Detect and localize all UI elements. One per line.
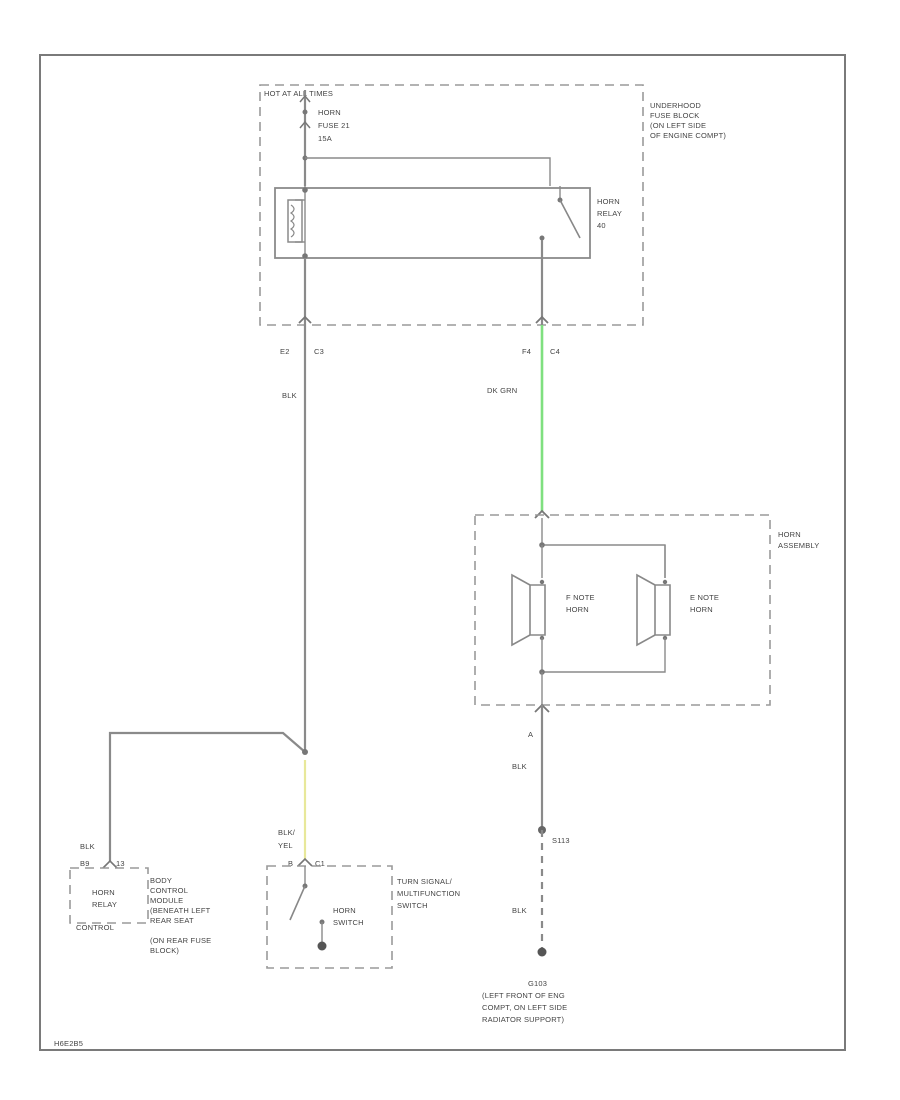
ground-label: G103 (528, 979, 547, 988)
ground-g103-icon (537, 947, 547, 957)
body-control-module: BLK B9 13 HORN RELAY CONTROL BODY CONTRO… (69, 842, 211, 955)
switch-ground-icon (317, 941, 327, 951)
relay-label-2: RELAY (597, 209, 622, 218)
fuse-block-label-3: (ON LEFT SIDE (650, 121, 706, 130)
right-connector-label: C4 (550, 347, 560, 356)
bcm-label-7: BLOCK) (150, 946, 179, 955)
diagram-id: H6E2B5 (54, 1039, 83, 1048)
tss-connector (297, 857, 313, 867)
diagram-frame (39, 54, 846, 1051)
bcm-relay-label-3: CONTROL (76, 923, 114, 932)
f-note-label-1: F NOTE (566, 593, 595, 602)
ground-location-1: (LEFT FRONT OF ENG (482, 991, 565, 1000)
connector-c3 (298, 315, 312, 324)
bcm-wire-color-label: BLK (80, 842, 95, 851)
bcm-label-4: (BENEATH LEFT (150, 906, 211, 915)
bcm-label-6: (ON REAR FUSE (150, 936, 211, 945)
bcm-pin-number: 13 (116, 859, 125, 868)
fuse-label-2: FUSE 21 (318, 121, 350, 130)
tss-wire-color-2: YEL (278, 841, 293, 850)
ground-wire-color-upper: BLK (512, 762, 527, 771)
tss-label-2: MULTIFUNCTION (397, 889, 460, 898)
bcm-relay-label-2: RELAY (92, 900, 117, 909)
splice-left (302, 749, 308, 755)
horn-assembly: HORN ASSEMBLY F NOTE HORN E NOTE HORN (474, 514, 819, 706)
fuse-label-3: 15A (318, 134, 332, 143)
e-note-label-1: E NOTE (690, 593, 719, 602)
relay-switch-blade (559, 199, 581, 239)
f-note-label-2: HORN (566, 605, 589, 614)
horn-assembly-label-2: ASSEMBLY (778, 541, 819, 550)
ground-wire-color-lower: BLK (512, 906, 527, 915)
horn-speaker-icon (511, 573, 546, 647)
left-terminal-label: E2 (280, 347, 290, 356)
horn-terminal-label: A (528, 730, 533, 739)
tss-pin-label: B (288, 859, 293, 868)
underhood-fuse-block: HOT AT ALL TIMES UNDERHOOD FUSE BLOCK (O… (259, 84, 726, 326)
bcm-label-3: MODULE (150, 896, 183, 905)
horn-switch-label-2: SWITCH (333, 918, 364, 927)
bcm-feed-wire (108, 731, 306, 862)
relay-box (274, 187, 591, 259)
tss-connector-label: C1 (315, 859, 325, 868)
horn-fuse: HORN FUSE 21 15A (299, 90, 350, 186)
ground-location-2: COMPT, ON LEFT SIDE (482, 1003, 567, 1012)
turn-signal-switch: BLK/ YEL B C1 HORN SWITCH TURN SIGNAL/ M… (266, 828, 460, 969)
connector-c4 (535, 315, 549, 324)
horn-assembly-dashed-outline (474, 514, 771, 706)
bcm-label-2: CONTROL (150, 886, 188, 895)
tss-label-3: SWITCH (397, 901, 428, 910)
tss-dashed-outline (266, 865, 393, 969)
e-note-label-2: HORN (690, 605, 713, 614)
bcm-label-5: REAR SEAT (150, 916, 194, 925)
fuse-block-label-2: FUSE BLOCK (650, 111, 700, 120)
horn-assembly-label-1: HORN (778, 530, 801, 539)
power-label: HOT AT ALL TIMES (264, 89, 333, 98)
right-wire-color-label: DK GRN (487, 386, 517, 395)
bcm-label-1: BODY (150, 876, 172, 885)
bcm-dashed-outline (69, 867, 149, 924)
horn-speaker-icon (636, 573, 671, 647)
relay-label-1: HORN (597, 197, 620, 206)
bcm-connector (102, 859, 118, 869)
splice-label: S113 (552, 836, 570, 845)
tss-wire-color-1: BLK/ (278, 828, 296, 837)
horn-relay: HORN RELAY 40 (274, 186, 622, 262)
fuse-block-label-1: UNDERHOOD (650, 101, 701, 110)
right-terminal-label: F4 (522, 347, 531, 356)
fuse-label-1: HORN (318, 108, 341, 117)
left-connector-label: C3 (314, 347, 324, 356)
fuse-block-dashed-outline (259, 84, 644, 326)
bcm-relay-label-1: HORN (92, 888, 115, 897)
relay-label-3: 40 (597, 221, 606, 230)
e-note-horn: E NOTE HORN (542, 545, 719, 673)
horn-switch-label-1: HORN (333, 906, 356, 915)
left-wire-color-label: BLK (282, 391, 297, 400)
tss-label-1: TURN SIGNAL/ (397, 877, 453, 886)
horn-switch-blade (289, 885, 306, 921)
fuse-symbol (299, 94, 311, 129)
f-note-horn: F NOTE HORN (511, 545, 595, 672)
ground-location-3: RADIATOR SUPPORT) (482, 1015, 564, 1024)
bcm-pin-label: B9 (80, 859, 90, 868)
fuse-block-label-4: OF ENGINE COMPT) (650, 131, 726, 140)
